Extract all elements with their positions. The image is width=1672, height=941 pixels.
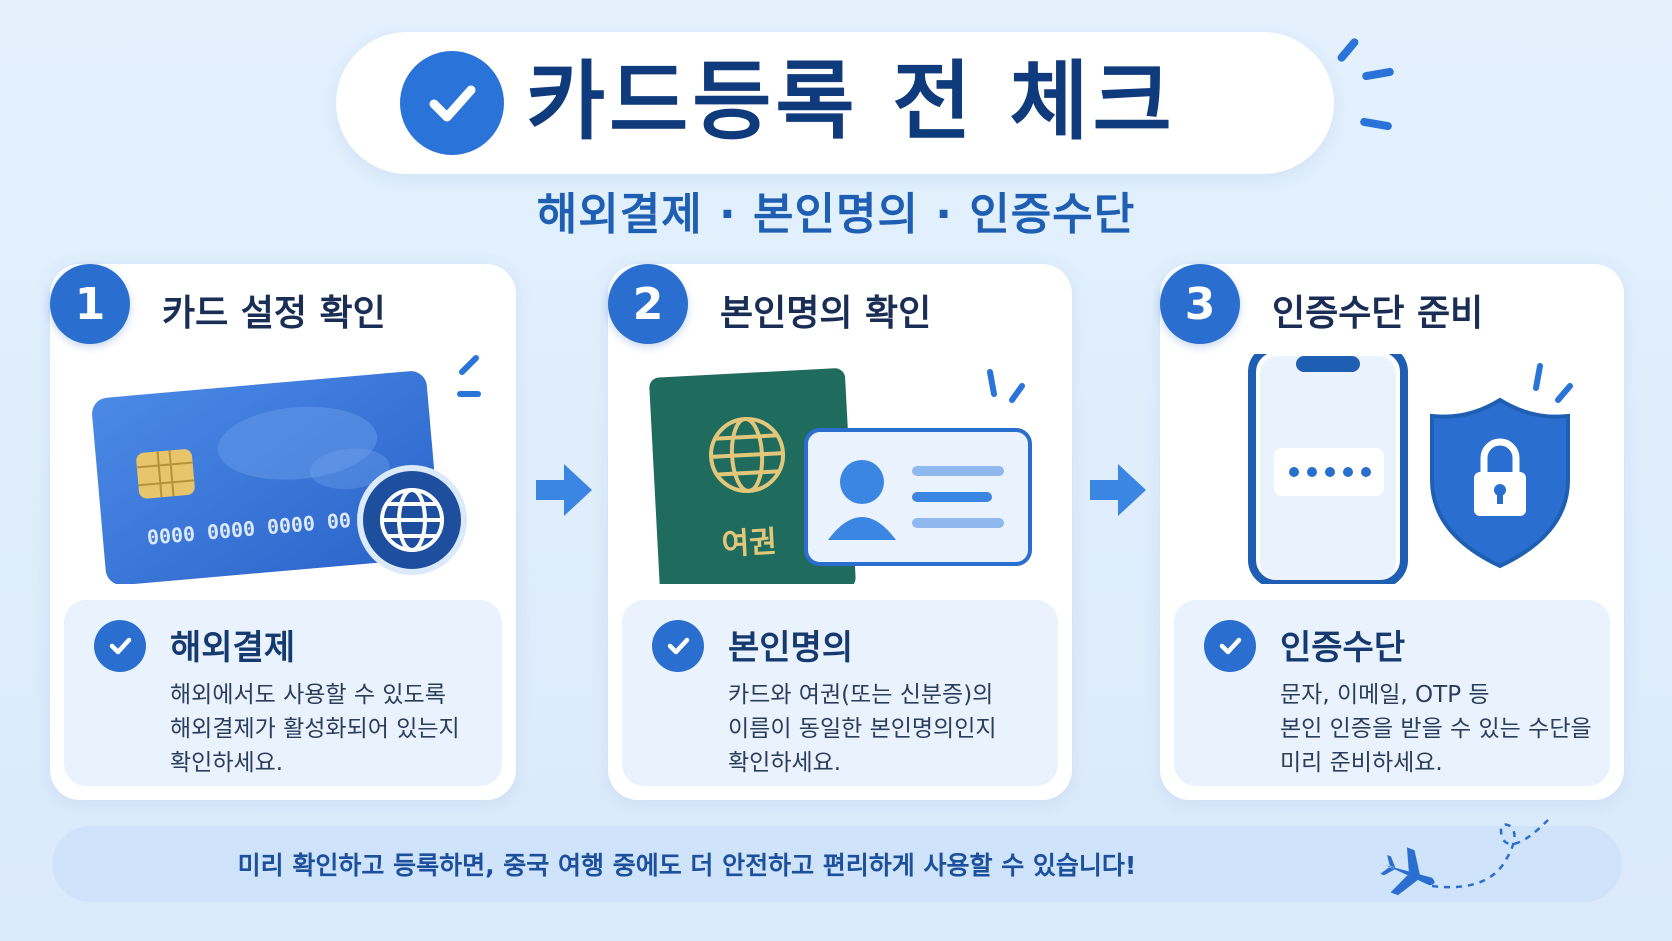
page-subtitle: 해외결제 · 본인명의 · 인증수단: [536, 189, 1136, 240]
info-title: 인증수단: [1280, 628, 1406, 668]
step-number-badge: 1: [50, 264, 130, 344]
info-line: 확인하세요.: [728, 750, 842, 776]
info-description: 해외에서도 사용할 수 있도록 해외결제가 활성화되어 있는지 확인하세요.: [170, 678, 460, 780]
arrow-right-icon: [532, 458, 596, 526]
info-title: 해외결제: [170, 628, 296, 668]
info-description: 카드와 여권(또는 신분증)의 이름이 동일한 본인명의인지 확인하세요.: [728, 678, 997, 780]
info-line: 해외에서도 사용할 수 있도록: [170, 682, 446, 708]
check-circle-icon: [400, 51, 504, 155]
airplane-icon: [1372, 796, 1572, 910]
step-card-authentication: 3 인증수단 준비 인증수단 문자, 이메일, OTP 등 본인 인증을 받을 …: [1160, 264, 1624, 800]
step-title: 본인명의 확인: [720, 293, 932, 334]
info-line: 확인하세요.: [170, 750, 284, 776]
footer-banner: 미리 확인하고 등록하면, 중국 여행 중에도 더 안전하고 편리하게 사용할 …: [52, 819, 1622, 902]
step-title: 인증수단 준비: [1272, 293, 1484, 334]
passport-label: 여권: [721, 525, 778, 563]
info-line: 본인 인증을 받을 수 있는 수단을: [1280, 716, 1592, 742]
check-circle-icon: [94, 620, 146, 672]
step-number-badge: 3: [1160, 264, 1240, 344]
info-box: 본인명의 카드와 여권(또는 신분증)의 이름이 동일한 본인명의인지 확인하세…: [622, 600, 1058, 786]
step-card-identity: 2 본인명의 확인 여권 본인명의 카드와 여권(또는 신분증)의: [608, 264, 1072, 800]
info-line: 해외결제가 활성화되어 있는지: [170, 716, 460, 742]
check-circle-icon: [1204, 620, 1256, 672]
info-box: 인증수단 문자, 이메일, OTP 등 본인 인증을 받을 수 있는 수단을 미…: [1174, 600, 1610, 786]
info-line: 카드와 여권(또는 신분증)의: [728, 682, 994, 708]
info-line: 문자, 이메일, OTP 등: [1280, 682, 1490, 708]
footer-message: 미리 확인하고 등록하면, 중국 여행 중에도 더 안전하고 편리하게 사용할 …: [237, 851, 1137, 880]
step-number-badge: 2: [608, 264, 688, 344]
step-title: 카드 설정 확인: [162, 293, 386, 334]
passport-id-illustration: 여권: [608, 354, 1072, 598]
sparkle-icon: [1361, 67, 1395, 81]
title-banner: 카드등록 전 체크: [336, 32, 1334, 174]
step-card-card-settings: 1 카드 설정 확인 0000 0000 0000 00: [50, 264, 516, 800]
sparkle-icon: [1359, 117, 1393, 131]
info-line: 이름이 동일한 본인명의인지: [728, 716, 997, 742]
check-circle-icon: [652, 620, 704, 672]
credit-card-illustration: 0000 0000 0000 00: [50, 354, 516, 586]
info-line: 미리 준비하세요.: [1280, 750, 1443, 776]
arrow-right-icon: [1086, 458, 1150, 526]
info-description: 문자, 이메일, OTP 등 본인 인증을 받을 수 있는 수단을 미리 준비하…: [1280, 678, 1592, 780]
phone-shield-illustration: [1160, 344, 1624, 588]
info-title: 본인명의: [728, 628, 854, 668]
info-box: 해외결제 해외에서도 사용할 수 있도록 해외결제가 활성화되어 있는지 확인하…: [64, 600, 502, 786]
page-title: 카드등록 전 체크: [526, 52, 1176, 152]
sparkle-icon: [1335, 36, 1361, 64]
